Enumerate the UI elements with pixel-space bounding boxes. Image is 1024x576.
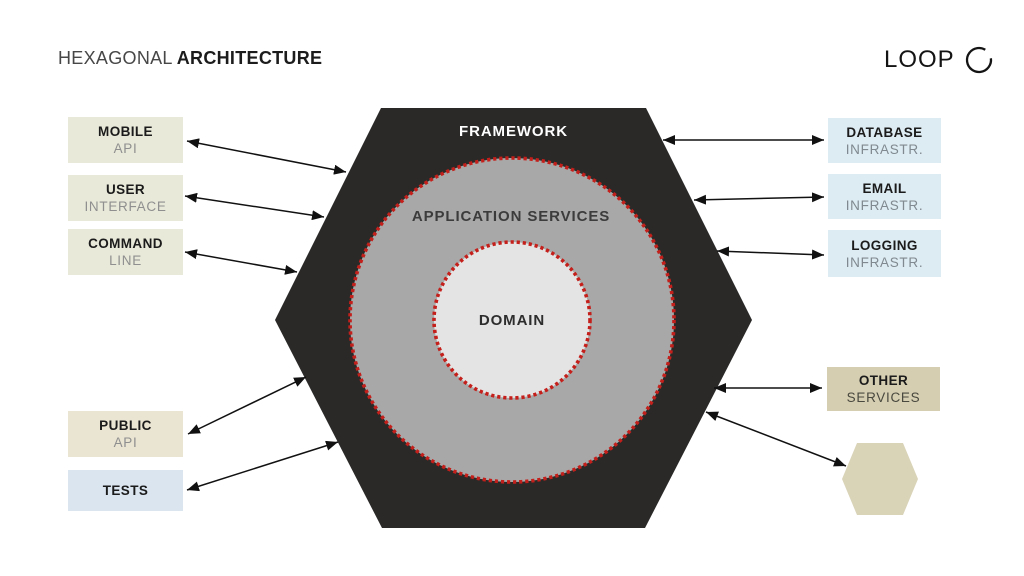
adapter-sublabel: INFRASTR. [845, 141, 924, 157]
adapter-label: TESTS [102, 483, 149, 498]
adapter-sublabel: API [113, 141, 138, 156]
arrow-email [693, 192, 825, 205]
adapter-box-logging-infrastr: LOGGING INFRASTR. [828, 230, 941, 277]
arrow-logging [716, 246, 825, 260]
adapter-box-database-infrastr: DATABASE INFRASTR. [828, 118, 941, 163]
adapter-sublabel: INTERFACE [84, 199, 167, 214]
adapter-sublabel: API [113, 435, 138, 450]
domain-circle [434, 242, 590, 398]
logo: LOOP [884, 45, 994, 75]
application-services-label: APPLICATION SERVICES [411, 208, 611, 225]
adapter-box-mobile-api: MOBILE API [68, 117, 183, 163]
arrow-mobile-api [186, 138, 347, 175]
adapter-label: MOBILE [98, 124, 153, 139]
adapter-box-command-line: COMMAND LINE [68, 229, 183, 275]
adapter-box-other-services: OTHER SERVICES [827, 367, 940, 411]
title-word-bold: ARCHITECTURE [176, 48, 323, 68]
arrow-public-api [187, 376, 307, 435]
adapter-label: PUBLIC [99, 418, 152, 433]
arrow-small-hexagon [705, 411, 847, 467]
adapter-sublabel: INFRASTR. [845, 197, 924, 213]
adapter-box-email-infrastr: EMAIL INFRASTR. [828, 174, 941, 219]
adapter-box-user-interface: USER INTERFACE [68, 175, 183, 221]
adapter-label: OTHER [858, 373, 909, 388]
adapter-sublabel: LINE [109, 253, 142, 268]
arrow-user-interface [184, 192, 325, 221]
small-hexagon [842, 443, 918, 515]
adapter-label: DATABASE [846, 124, 923, 140]
title-word-light: HEXAGONAL [58, 48, 173, 68]
adapter-label: LOGGING [851, 237, 918, 253]
arrow-tests [186, 440, 339, 492]
open-circle-icon [965, 46, 992, 74]
adapter-sublabel: SERVICES [846, 390, 921, 405]
application-services-dotted-border [348, 156, 676, 484]
logo-text: LOOP [884, 46, 955, 73]
adapter-label: USER [105, 182, 146, 197]
framework-label: FRAMEWORK [459, 123, 568, 140]
adapter-box-tests: TESTS [68, 470, 183, 511]
adapter-box-public-api: PUBLIC API [68, 411, 183, 457]
domain-dotted-border [432, 240, 592, 400]
domain-label: DOMAIN [478, 312, 546, 329]
arrow-command-line [184, 249, 298, 275]
adapter-label: COMMAND [88, 236, 163, 251]
adapter-label: EMAIL [862, 180, 907, 196]
adapter-sublabel: INFRASTR. [845, 254, 924, 270]
